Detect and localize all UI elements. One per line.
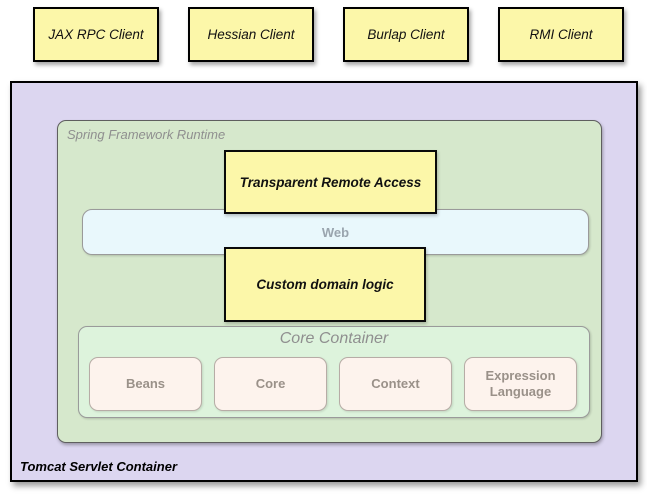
- module-label: Expression Language: [485, 367, 556, 399]
- client-box-burlap: Burlap Client: [343, 7, 469, 62]
- client-box-hessian: Hessian Client: [188, 7, 314, 62]
- client-label: RMI Client: [529, 27, 593, 42]
- transparent-remote-access-box: Transparent Remote Access: [224, 150, 437, 214]
- module-label: Core: [255, 375, 286, 391]
- module-box-expression-language: Expression Language: [464, 357, 577, 411]
- custom-domain-logic-label: Custom domain logic: [256, 277, 394, 292]
- core-container: Core Container Beans Core Context Expres…: [78, 326, 590, 418]
- module-box-core: Core: [214, 357, 327, 411]
- tomcat-servlet-container: Spring Framework Runtime Web Transparent…: [10, 81, 638, 482]
- spring-framework-runtime: Spring Framework Runtime Web Transparent…: [57, 120, 602, 443]
- web-layer-label: Web: [321, 224, 350, 240]
- module-box-beans: Beans: [89, 357, 202, 411]
- transparent-remote-access-label: Transparent Remote Access: [239, 174, 422, 190]
- core-container-title: Core Container: [279, 330, 389, 347]
- client-label: Burlap Client: [367, 27, 445, 42]
- client-box-rmi: RMI Client: [498, 7, 624, 62]
- module-label: Context: [371, 375, 420, 391]
- module-box-context: Context: [339, 357, 452, 411]
- custom-domain-logic-box: Custom domain logic: [224, 247, 426, 322]
- spring-runtime-label: Spring Framework Runtime: [67, 127, 226, 142]
- client-label: JAX RPC Client: [48, 27, 144, 42]
- module-label: Beans: [125, 375, 166, 391]
- client-box-jax-rpc: JAX RPC Client: [33, 7, 159, 62]
- tomcat-container-label: Tomcat Servlet Container: [20, 459, 178, 474]
- client-label: Hessian Client: [207, 27, 295, 42]
